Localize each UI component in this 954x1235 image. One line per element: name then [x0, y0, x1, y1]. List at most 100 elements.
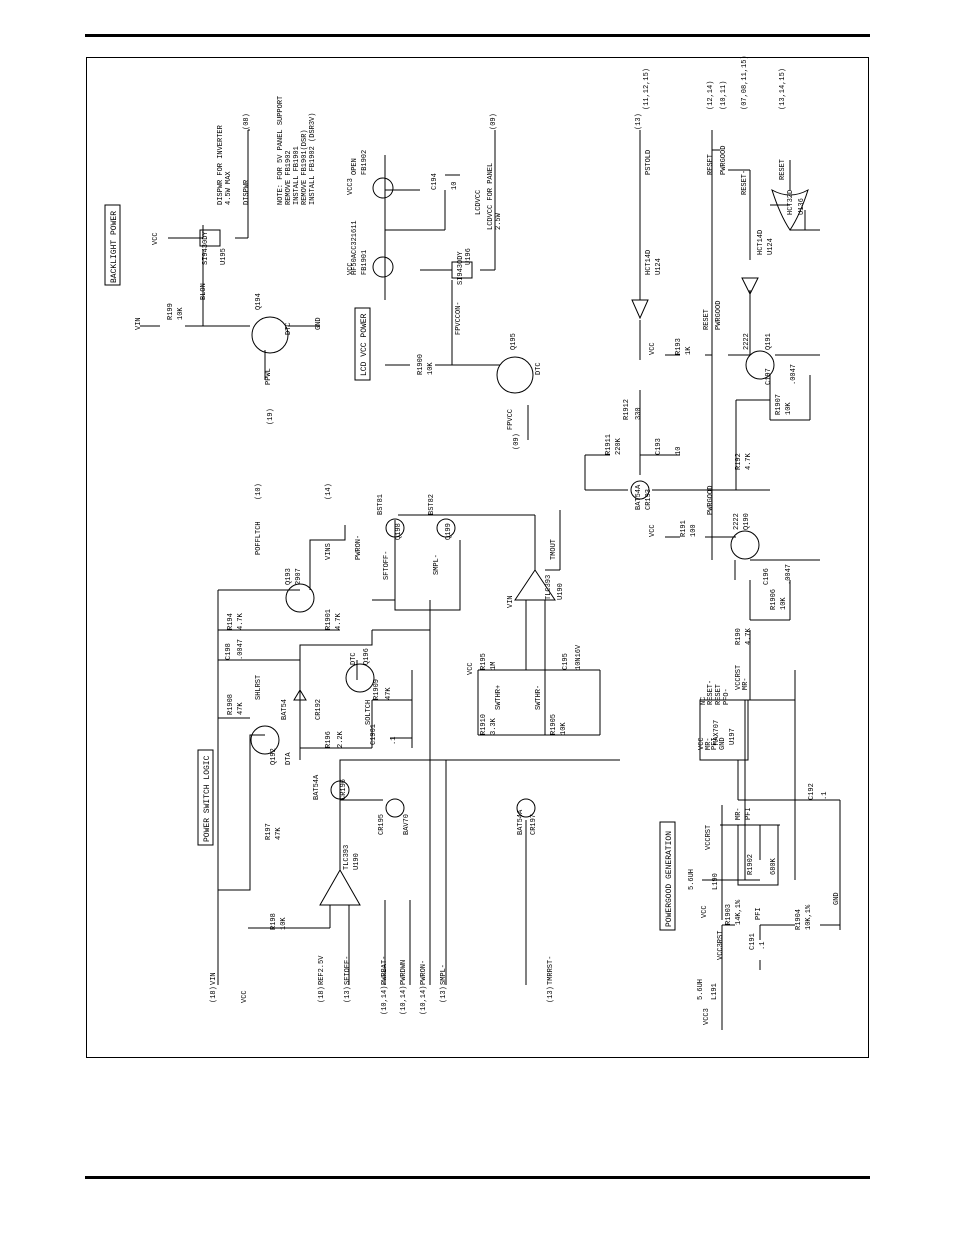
label-l202: L191 — [711, 983, 719, 1000]
label-l204: C191 — [749, 933, 757, 950]
label-l190: 5.6UH — [688, 869, 696, 890]
label-l177: GND — [719, 737, 727, 750]
label-l11: PWRDWN — [400, 960, 408, 985]
label-l6: (13) — [344, 986, 352, 1003]
label-l140: C197 — [765, 368, 773, 385]
label-l64: 3.3K — [490, 717, 498, 735]
label-l89: SI9430DY — [202, 231, 210, 265]
label-l189: PFI — [745, 807, 753, 820]
label-l84: 10K — [177, 307, 185, 320]
label-l168: R1906 — [770, 589, 778, 610]
section-title-powerswitch: POWER SWITCH LOGIC — [203, 755, 212, 842]
label-l112: OPEN — [351, 158, 359, 175]
label-l98: R1900 — [417, 354, 425, 375]
label-l163: PWRGOOD — [707, 486, 715, 515]
label-l149: (11,12,15) — [643, 68, 651, 110]
label-l69: C195 — [562, 653, 570, 670]
label-l167: .0047 — [785, 564, 793, 585]
comparator-u190b — [514, 569, 556, 601]
label-l76: VIN — [507, 595, 515, 608]
label-l42: R1901 — [325, 609, 333, 630]
label-l3: VCC — [241, 990, 249, 1003]
label-l137: PWRGOOD — [715, 301, 723, 330]
label-l144: HCT14D — [645, 250, 653, 275]
label-l12: (10,14) — [420, 986, 428, 1015]
label-l117: NOTE: FOR 5V PANEL SUPPORT — [277, 96, 285, 205]
label-l86: DTC — [285, 322, 293, 335]
label-l100: DTC — [535, 362, 543, 375]
section-titles: BACKLIGHT POWER LCD VCC POWER POWER SWIT… — [110, 211, 674, 927]
label-l132: 4.7K — [745, 452, 753, 470]
label-l188: MR- — [735, 807, 743, 820]
label-l67: R195 — [480, 653, 488, 670]
label-l58: BST82 — [428, 494, 436, 515]
label-l105: LCDVCC — [475, 190, 483, 215]
label-l39: .0047 — [237, 639, 245, 660]
ic-u197 — [699, 699, 749, 761]
label-l99: 10K — [427, 362, 435, 375]
label-l33: CR192 — [315, 699, 323, 720]
label-l175: MR- — [705, 737, 713, 750]
label-l77: BAT54A — [517, 809, 525, 835]
label-l130: 330 — [635, 407, 643, 420]
label-l91: VCC — [152, 232, 160, 245]
label-l203: VCC3RST — [717, 931, 725, 960]
diode-cr192 — [293, 689, 307, 701]
label-l155: (07,08,11,15) — [741, 55, 749, 110]
label-l196: PFI — [755, 907, 763, 920]
label-l55: (14) — [325, 483, 333, 500]
section-title-backlight: BACKLIGHT POWER — [110, 211, 119, 283]
label-l172: MAX707 — [713, 720, 721, 745]
label-l124: BAT54A — [635, 484, 643, 510]
label-l186: R1902 — [747, 854, 755, 875]
label-l192: VCCRST — [705, 825, 713, 850]
transistor-q191 — [745, 350, 775, 380]
label-l113: FB1902 — [361, 150, 369, 175]
label-l136: RESET — [703, 309, 711, 330]
label-l1: (18) — [210, 986, 218, 1003]
label-l103: SI9430DY — [457, 251, 465, 285]
label-l121: INSTALL FB1902 (DSR3V) — [309, 113, 317, 205]
label-l171: 4.7K — [745, 627, 753, 645]
label-l96: (09) — [513, 433, 521, 450]
label-l123: CR193 — [645, 489, 653, 510]
transistor-q195 — [496, 356, 534, 394]
label-l156: RESET — [779, 159, 787, 180]
label-l119: INSTALL FB1901 — [293, 146, 301, 205]
transistor-q193 — [285, 583, 315, 613]
label-l142: R1907 — [775, 394, 783, 415]
label-l160: R191 — [680, 520, 688, 537]
label-l174: VCC — [698, 737, 706, 750]
transistor-q194 — [251, 316, 289, 354]
label-l62: SMPL- — [433, 554, 441, 575]
net-box-r1902 — [737, 824, 779, 886]
label-l107: 2.5W — [495, 212, 503, 230]
ferrite-fb1901 — [372, 256, 394, 278]
label-l108: (09) — [490, 113, 498, 130]
label-l178: NC — [700, 697, 708, 705]
mosfet-q199 — [436, 518, 456, 538]
label-l183: MR- — [742, 677, 750, 690]
label-l120: REMOVE FB1901(DSR) — [301, 129, 309, 205]
label-l102: FPVCCON- — [455, 301, 463, 335]
label-l32: BAT54 — [281, 699, 289, 720]
ferrite-fb1902 — [372, 177, 394, 199]
label-l38: C198 — [225, 643, 233, 660]
label-l35: 2.2K — [337, 730, 345, 748]
switch-u196 — [451, 261, 473, 279]
label-l138: 2222 — [743, 333, 751, 350]
label-l75: TMOUT — [550, 539, 558, 560]
label-l151: (12,14) — [707, 81, 715, 110]
label-l18: R198 — [270, 913, 278, 930]
label-l40: R194 — [227, 613, 235, 630]
label-l13: PWRON- — [420, 960, 428, 985]
label-l114: C194 — [431, 173, 439, 190]
label-l5: REF2.5V — [318, 955, 326, 985]
switch-u195 — [199, 229, 221, 247]
label-l169: 10K — [780, 597, 788, 610]
box-backlight — [104, 204, 121, 286]
schematic-frame — [86, 57, 869, 1058]
label-l10: (10,14) — [400, 986, 408, 1015]
label-l68: 1M — [490, 662, 498, 670]
